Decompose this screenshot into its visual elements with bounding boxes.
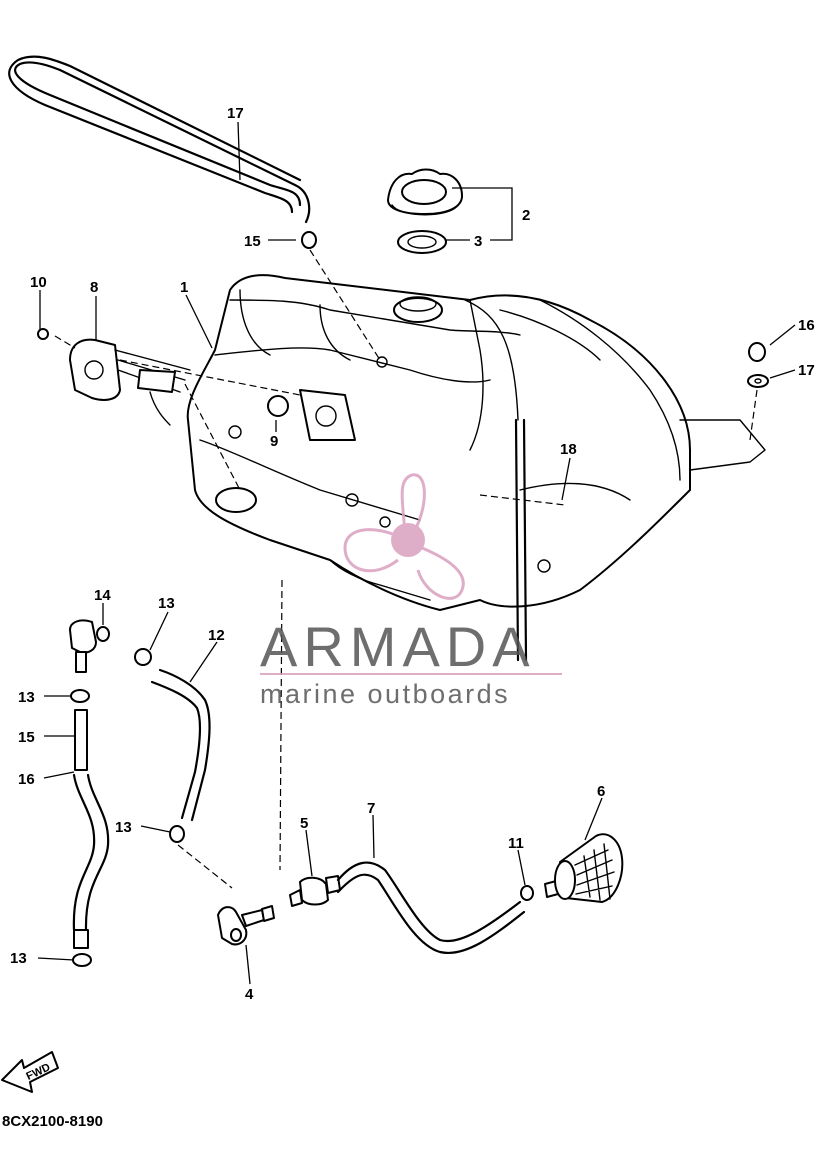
callout-16: 16 bbox=[18, 771, 35, 788]
callout-13: 13 bbox=[158, 595, 175, 612]
callout-7: 7 bbox=[367, 800, 375, 817]
cap-gasket bbox=[397, 230, 447, 254]
fitting-5 bbox=[289, 875, 341, 907]
clamp-13 bbox=[169, 825, 185, 843]
callout-1: 1 bbox=[180, 279, 188, 296]
vent-tube bbox=[464, 299, 528, 662]
callout-13: 13 bbox=[115, 819, 132, 836]
front-arrow-icon: FWD bbox=[1, 1051, 59, 1093]
fuel-hose-16 bbox=[72, 773, 110, 949]
watermark-subtitle: marine outboards bbox=[260, 679, 510, 709]
watermark-title: ARMADA bbox=[260, 615, 536, 678]
callout-10: 10 bbox=[30, 274, 47, 291]
callout-3: 3 bbox=[474, 233, 482, 250]
callout-2: 2 bbox=[522, 207, 530, 224]
breather-hose bbox=[8, 55, 311, 224]
hose-clamp-18 bbox=[301, 231, 317, 249]
clamp-13 bbox=[134, 648, 152, 666]
fuel-sender-unit bbox=[69, 338, 191, 426]
pipe-15 bbox=[74, 709, 88, 771]
callout-9: 9 bbox=[270, 433, 278, 450]
washer-20 bbox=[747, 374, 769, 388]
callout-8: 8 bbox=[90, 279, 98, 296]
callout-6: 6 bbox=[597, 783, 605, 800]
fuel-cap bbox=[387, 168, 463, 216]
callout-21: 18 bbox=[560, 441, 577, 458]
figure-code: 8CX2100-8190 bbox=[2, 1113, 103, 1130]
fuel-joint-4 bbox=[217, 905, 275, 946]
clamp-11 bbox=[520, 885, 534, 901]
callout-18: 15 bbox=[244, 233, 261, 250]
callout-19: 16 bbox=[798, 317, 815, 334]
callout-15: 15 bbox=[18, 729, 35, 746]
clamp-13 bbox=[72, 953, 92, 967]
fuel-filter-6 bbox=[544, 833, 624, 903]
callout-leaders bbox=[37, 121, 796, 985]
callout-13: 13 bbox=[18, 689, 35, 706]
callout-labels: 17 2 3 15 10 8 1 9 16 17 18 14 13 12 13 … bbox=[10, 105, 815, 1003]
fuel-hose-12 bbox=[150, 668, 211, 822]
grommet-19 bbox=[748, 342, 766, 362]
elbow-fitting-14 bbox=[69, 619, 110, 673]
screw-10 bbox=[37, 328, 49, 340]
callout-5: 5 bbox=[300, 815, 308, 832]
assembly-guides bbox=[54, 249, 758, 889]
callout-4: 4 bbox=[245, 986, 254, 1003]
watermark-logo: ARMADA marine outboards bbox=[260, 473, 562, 709]
callout-13: 13 bbox=[10, 950, 27, 967]
callout-14: 14 bbox=[94, 587, 111, 604]
clamp-13 bbox=[70, 689, 90, 703]
fuel-hose-7 bbox=[336, 861, 526, 955]
callout-17: 17 bbox=[227, 105, 244, 122]
fuel-tank bbox=[186, 274, 766, 611]
callout-12: 12 bbox=[208, 627, 225, 644]
callout-11: 11 bbox=[508, 835, 524, 852]
callout-20: 17 bbox=[798, 362, 815, 379]
